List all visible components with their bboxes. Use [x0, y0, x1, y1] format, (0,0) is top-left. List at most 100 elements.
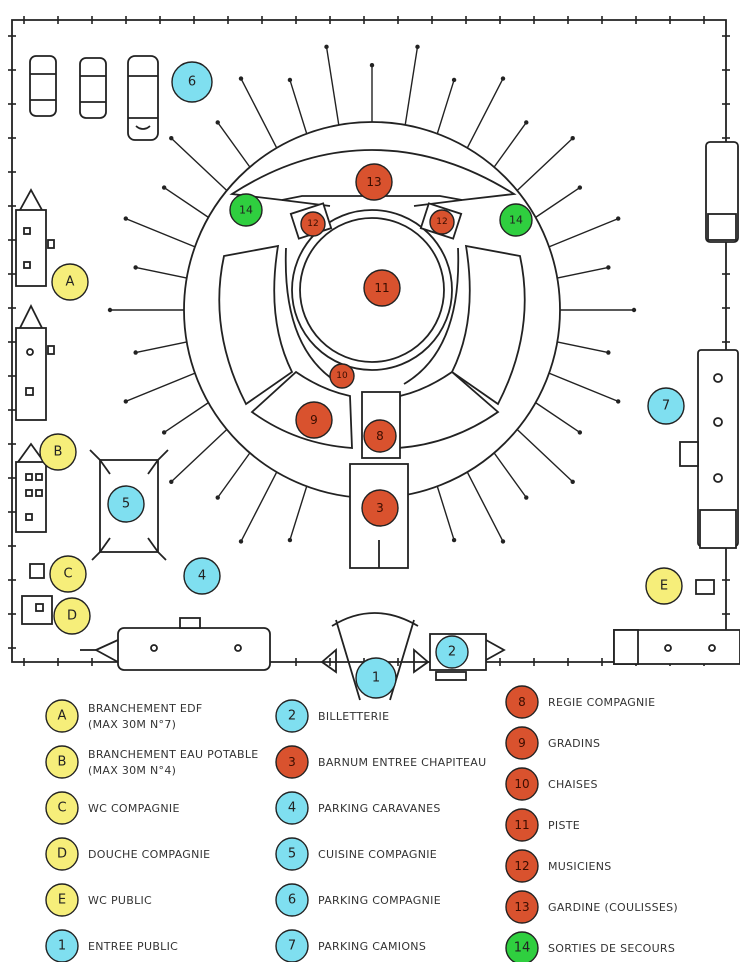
marker-5: 5: [107, 485, 145, 523]
stake: [238, 76, 244, 81]
legend-label: CUISINE COMPAGNIE: [318, 848, 437, 861]
legend-label: BILLETTERIE: [318, 710, 389, 723]
legend-marker: [275, 929, 309, 962]
stake: [169, 479, 174, 484]
marker-A: A: [51, 263, 89, 301]
legend-label: ENTREE PUBLIC: [88, 940, 178, 953]
marker-14-right: 14: [499, 203, 533, 237]
legend-marker: [45, 929, 79, 962]
marker-A-label: A: [66, 275, 75, 290]
legend-marker: [45, 883, 79, 917]
stake: [287, 537, 293, 543]
stake-rope: [163, 187, 210, 219]
stake-rope: [325, 46, 341, 129]
stake: [451, 537, 457, 543]
marker-4-label: 4: [198, 569, 206, 584]
marker-12-left: 12: [300, 211, 326, 237]
marker-7: 7: [647, 387, 685, 425]
stake: [415, 44, 420, 50]
stake-rope: [240, 469, 279, 542]
legend-marker: [275, 837, 309, 871]
marker-B-label: B: [54, 445, 63, 460]
legend-marker-label: B: [58, 755, 67, 770]
legend-label: DOUCHE COMPAGNIE: [88, 848, 210, 861]
legend-label: GRADINS: [548, 737, 600, 750]
stake: [161, 185, 167, 190]
stake: [451, 77, 457, 83]
legend-marker-label: 14: [514, 941, 531, 956]
stake-rope: [557, 341, 609, 354]
stake: [161, 430, 167, 435]
marker-9-label: 9: [310, 413, 318, 427]
marker-E-label: E: [660, 579, 668, 594]
legend-item-8: 8 REGIE COMPAGNIE: [505, 685, 655, 719]
stake: [615, 216, 621, 221]
stake-rope: [515, 427, 574, 483]
stake-rope: [170, 137, 229, 193]
stake-rope: [492, 122, 527, 170]
marker-D: D: [53, 597, 91, 635]
marker-1: 1: [355, 657, 397, 699]
stake: [500, 539, 506, 544]
marker-10-label: 10: [336, 371, 348, 381]
legend-label: BRANCHEMENT EAU POTABLE: [88, 748, 259, 761]
stake-rope: [492, 450, 527, 498]
legend-marker-label: 9: [518, 736, 526, 750]
legend-marker: [505, 849, 539, 883]
company-parking-cars: [29, 55, 159, 141]
stake-rope: [534, 187, 581, 219]
marker-3-label: 3: [376, 501, 384, 515]
stake: [577, 185, 583, 190]
stake: [524, 120, 529, 125]
stake: [631, 307, 637, 313]
legend-marker: [45, 699, 79, 733]
stake-rope: [465, 469, 504, 542]
stake: [570, 479, 575, 484]
stake: [606, 265, 611, 270]
legend-label: PARKING CAMIONS: [318, 940, 426, 953]
big-top-tent: [183, 121, 561, 499]
stake: [133, 350, 138, 355]
stake-rope: [435, 79, 455, 138]
legend-marker-label: 12: [514, 859, 529, 873]
tent-stakes: [107, 44, 637, 544]
stake-rope: [170, 427, 229, 483]
legend-marker-label: 5: [288, 847, 296, 862]
marker-D-label: D: [67, 609, 77, 624]
legend-marker: [275, 699, 309, 733]
stake: [524, 495, 529, 500]
legend-marker: [275, 883, 309, 917]
stake-rope: [289, 482, 309, 541]
stake: [215, 495, 220, 500]
stake: [238, 539, 244, 544]
marker-8-label: 8: [376, 429, 384, 443]
marker-14-right-label: 14: [509, 214, 523, 227]
stake-rope: [217, 122, 252, 170]
stake-rope: [163, 401, 210, 433]
legend-item-9: 9 GRADINS: [505, 726, 600, 760]
stake: [133, 265, 138, 270]
stake-rope: [435, 482, 455, 541]
marker-6-label: 6: [188, 75, 196, 90]
marker-14-left-label: 14: [239, 204, 253, 217]
legend-marker-label: 8: [518, 695, 526, 709]
marker-6: 6: [171, 61, 213, 103]
legend-label: PISTE: [548, 819, 580, 832]
stake: [107, 307, 113, 313]
marker-2-label: 2: [448, 645, 456, 660]
legend-marker: [45, 837, 79, 871]
legend-label: REGIE COMPAGNIE: [548, 696, 655, 709]
legend-marker: [505, 808, 539, 842]
